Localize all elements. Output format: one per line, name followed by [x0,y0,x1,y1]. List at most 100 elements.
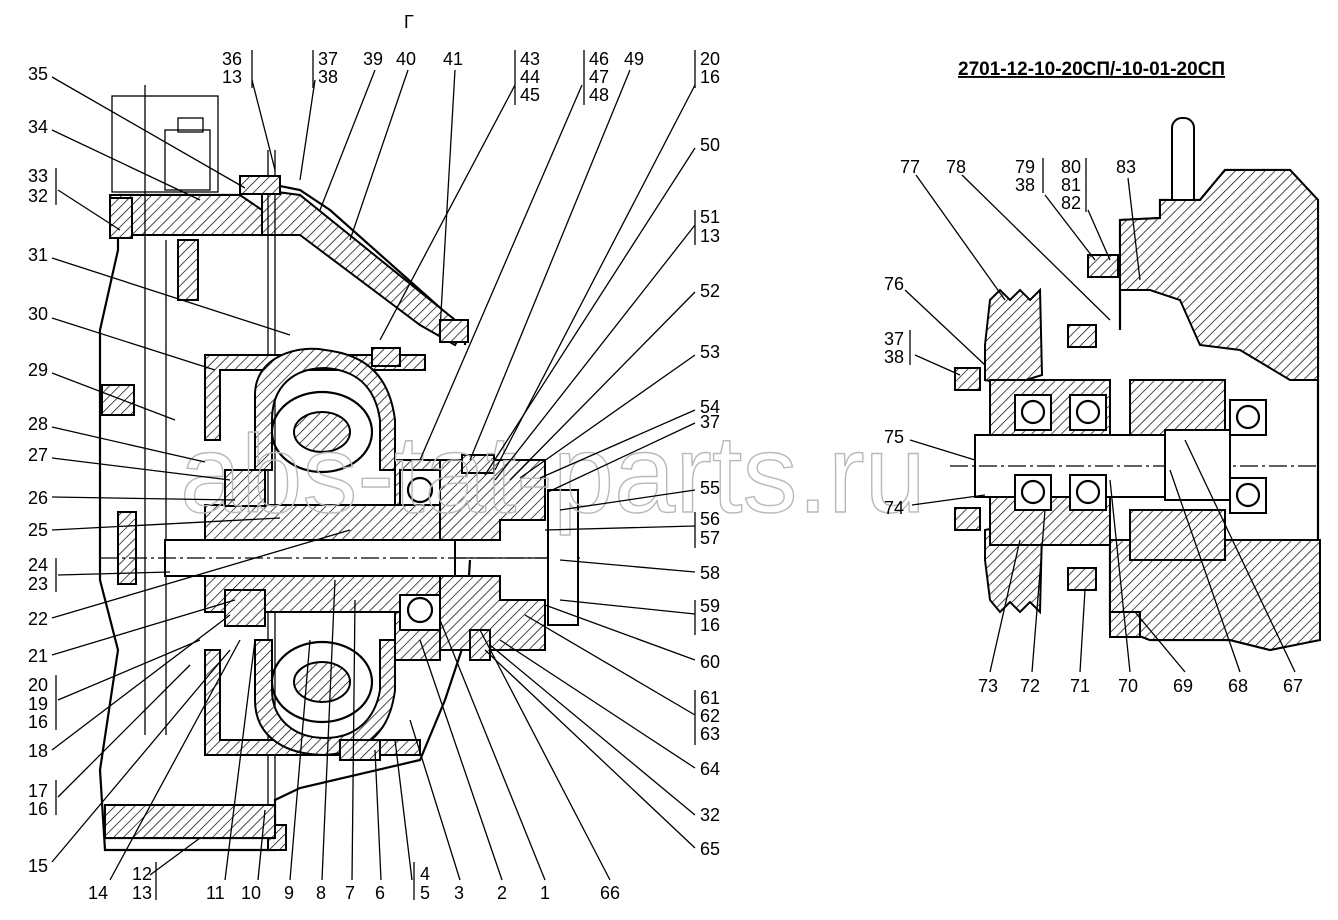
part-label: 73 [978,676,998,696]
part-label: 49 [624,49,644,69]
part-label: 52 [700,281,720,301]
part-label: 60 [700,652,720,672]
part-label: 38 [318,67,338,87]
part-label: 2 [497,883,507,903]
part-label: 18 [28,741,48,761]
part-label: 43 [520,49,540,69]
part-label: 33 [28,166,48,186]
part-label: 83 [1116,157,1136,177]
part-label: 58 [700,563,720,583]
part-label: 26 [28,488,48,508]
part-label: 13 [132,883,152,903]
part-label: 39 [363,49,383,69]
part-label: 57 [700,528,720,548]
part-label: 4 [420,864,430,884]
part-label: 31 [28,245,48,265]
part-label: 64 [700,759,720,779]
part-label: 65 [700,839,720,859]
part-label: 32 [28,186,48,206]
part-label: 37 [884,329,904,349]
part-label: 82 [1061,193,1081,213]
part-label: 70 [1118,676,1138,696]
part-label: 67 [1283,676,1303,696]
part-label: 21 [28,646,48,666]
part-label: 77 [900,157,920,177]
part-label: 35 [28,64,48,84]
part-label: 13 [700,226,720,246]
part-label: 79 [1015,157,1035,177]
part-label: 45 [520,85,540,105]
part-label: 28 [28,414,48,434]
part-label: 8 [316,883,326,903]
part-label: 68 [1228,676,1248,696]
part-label: 22 [28,609,48,629]
part-label: 51 [700,207,720,227]
part-label: 78 [946,157,966,177]
part-label: 53 [700,342,720,362]
part-label: 16 [700,615,720,635]
group-bars [55,50,1087,900]
part-label: 59 [700,596,720,616]
part-label: 23 [28,574,48,594]
part-label: 69 [1173,676,1193,696]
part-label: 74 [884,498,904,518]
part-label: 38 [1015,175,1035,195]
part-label: 46 [589,49,609,69]
part-label: 11 [206,883,225,903]
part-label: 76 [884,274,904,294]
part-label: 81 [1061,175,1081,195]
part-label: 20 [28,675,48,695]
right-leader-lines [904,174,1296,673]
part-label: 32 [700,805,720,825]
part-label: 56 [700,509,720,529]
part-label: 20 [700,49,720,69]
part-label: 14 [88,883,108,903]
part-label: 7 [345,883,355,903]
part-label: 66 [600,883,620,903]
part-label: 80 [1061,157,1081,177]
part-label: 19 [28,694,48,714]
part-label: 12 [132,864,152,884]
part-label: 34 [28,117,48,137]
part-label: 44 [520,67,540,87]
part-label: 37 [318,49,338,69]
part-label: 9 [284,883,294,903]
part-label: 29 [28,360,48,380]
part-label: 17 [28,781,48,801]
part-label: 16 [28,799,48,819]
part-label: 47 [589,67,609,87]
part-label: 41 [443,49,463,69]
part-label: 75 [884,427,904,447]
part-label: 48 [589,85,609,105]
part-label: 71 [1070,676,1090,696]
part-label: 63 [700,724,720,744]
part-label: 54 [700,397,720,417]
left-leader-lines [51,69,696,881]
right-part-labels: 77 78 79 38 80 81 82 83 76 37 38 75 74 7… [884,157,1303,696]
part-label: 24 [28,555,48,575]
part-label: 25 [28,520,48,540]
part-label: 15 [28,856,48,876]
part-label: 61 [700,688,720,708]
left-part-labels: 35 34 33 32 31 30 29 28 27 26 25 24 23 2… [28,49,720,903]
part-label: 16 [700,67,720,87]
part-label: 10 [241,883,261,903]
part-label: 36 [222,49,242,69]
part-label: 50 [700,135,720,155]
part-label: 72 [1020,676,1040,696]
part-label: 38 [884,347,904,367]
part-label: 5 [420,883,430,903]
section-mark: Г [404,12,414,32]
part-label: 3 [454,883,464,903]
right-drawing-title: 2701-12-10-20СП/-10-01-20СП [958,59,1225,80]
part-label: 6 [375,883,385,903]
watermark: abs-tat-parts.ru [180,413,926,536]
part-label: 30 [28,304,48,324]
part-label: 37 [700,412,720,432]
part-label: 62 [700,706,720,726]
part-label: 55 [700,478,720,498]
right-assembly-drawing [950,117,1321,652]
part-label: 13 [222,67,242,87]
part-label: 27 [28,445,48,465]
